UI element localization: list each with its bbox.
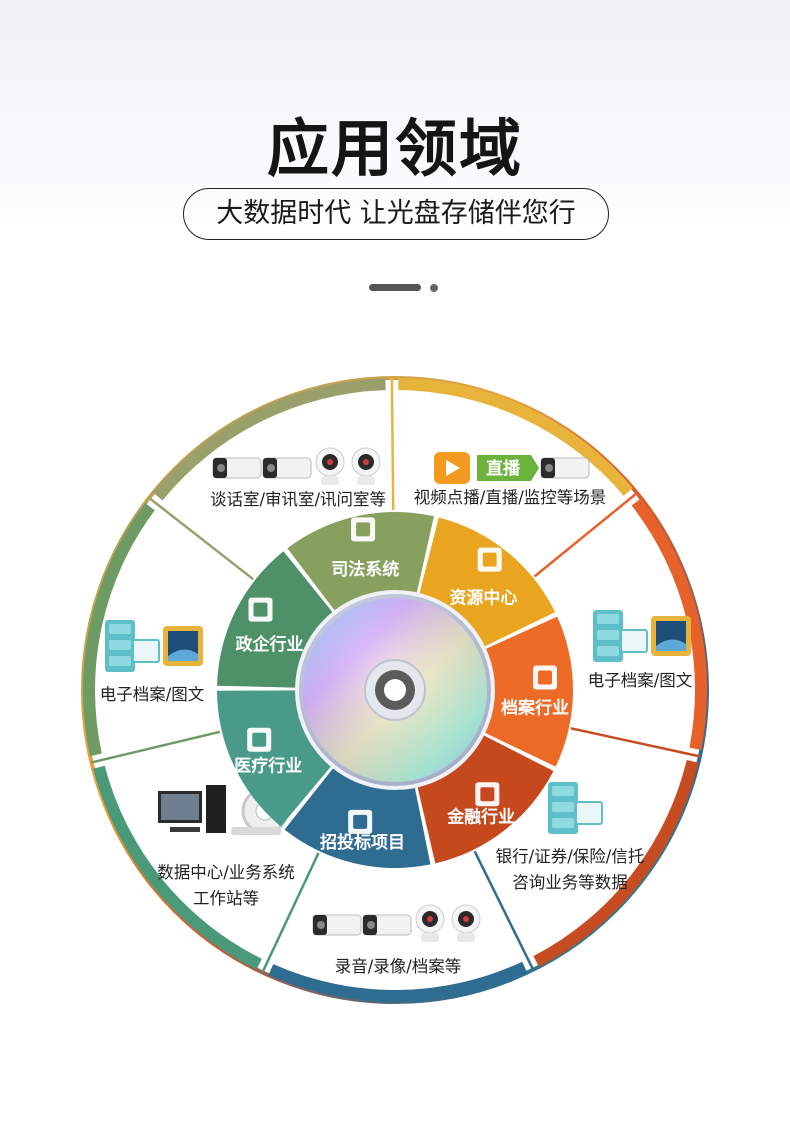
outer-sector-caption: 电子档案/图文 <box>588 671 693 690</box>
outer-sector-arc <box>82 503 155 757</box>
outer-sector-caption: 谈话室/审讯室/讯问室等 <box>210 490 386 509</box>
outer-sector-caption: 电子档案/图文 <box>100 685 205 704</box>
inner-sector[interactable]: 档案行业 <box>481 616 574 767</box>
page-title: 应用领域 <box>266 112 523 185</box>
outer-sector[interactable]: 电子档案/图文 <box>588 610 693 690</box>
live-badge-icon <box>477 455 539 481</box>
inner-sector-shape[interactable] <box>418 517 556 649</box>
server-icon <box>105 620 160 672</box>
sector-divider <box>533 492 638 578</box>
outer-sector[interactable]: 录音/录像/档案等 <box>312 904 481 976</box>
sector-divider <box>570 727 701 758</box>
outer-sector[interactable]: 电子档案/图文 <box>100 620 205 704</box>
dome-camera-icon <box>415 904 445 942</box>
sector-divider <box>390 378 395 511</box>
sector-divider <box>261 852 320 973</box>
bullet-camera-icon <box>362 914 412 936</box>
outer-sector-caption: 录音/录像/档案等 <box>335 957 462 976</box>
pager-active-dash[interactable] <box>369 284 421 291</box>
dome-camera-icon <box>351 447 381 485</box>
server-icon <box>593 610 648 662</box>
outer-sector-caption: 视频点播/直播/监控等场景 <box>414 488 607 507</box>
inner-sector-label: 招投标项目 <box>320 832 405 853</box>
inner-sector[interactable]: 资源中心 <box>418 517 556 649</box>
inner-sector-label: 司法系统 <box>331 559 399 580</box>
clover-icon <box>477 547 502 572</box>
inner-sector-label: 资源中心 <box>449 587 517 608</box>
dome-camera-icon <box>315 447 345 485</box>
outer-sector-caption: 数据中心/业务系统 <box>157 863 295 882</box>
inner-sector[interactable]: 金融行业 <box>416 733 554 864</box>
outer-sector-arc <box>631 498 707 750</box>
gavel-document-icon <box>348 809 373 834</box>
outer-sector-arc <box>93 765 262 970</box>
inner-sector-label: 政企行业 <box>235 634 303 655</box>
sector-divider <box>473 850 535 971</box>
outer-sector-arc <box>533 759 699 967</box>
bullet-camera-icon <box>540 457 590 479</box>
cd-disc-icon <box>295 590 495 790</box>
outer-sector-caption: 银行/证券/保险/信托 <box>496 847 645 866</box>
dome-camera-icon <box>451 904 481 942</box>
outer-ring: 谈话室/审讯室/讯问室等 直播视频点播/直播/监控等场景电子档案/图文银行/证券/… <box>81 376 709 1004</box>
money-hand-icon <box>475 782 500 807</box>
outer-sector[interactable]: 谈话室/审讯室/讯问室等 <box>210 447 386 509</box>
medical-kit-icon <box>247 727 272 752</box>
outer-sector-arc <box>153 378 386 501</box>
subtitle-pill: 大数据时代 让光盘存储伴您行 <box>183 188 609 240</box>
outer-sector-caption: 咨询业务等数据 <box>512 873 628 892</box>
building-icon <box>248 597 273 622</box>
server-icon <box>548 782 603 834</box>
bullet-camera-icon <box>312 914 362 936</box>
photo-icon <box>651 616 691 656</box>
outer-sector-arc <box>268 961 528 1002</box>
live-badge-label: 直播 <box>486 458 521 479</box>
inner-sector-label: 金融行业 <box>446 806 515 827</box>
workstation-icon <box>158 785 226 833</box>
inner-sector-shape[interactable] <box>287 511 434 614</box>
inner-sector-shape[interactable] <box>481 616 574 767</box>
pager-dot[interactable] <box>430 284 438 292</box>
binders-icon <box>532 665 557 690</box>
outer-sector-caption: 工作站等 <box>193 889 259 908</box>
courthouse-icon <box>351 517 376 542</box>
outer-sector-arc <box>398 378 633 496</box>
photo-icon <box>163 626 203 666</box>
play-icon <box>434 452 470 484</box>
sector-divider <box>91 730 221 764</box>
inner-sector-label: 档案行业 <box>501 697 569 718</box>
bullet-camera-icon <box>262 457 312 479</box>
inner-sector-label: 医疗行业 <box>234 755 302 776</box>
sector-divider <box>148 496 254 581</box>
inner-sector[interactable]: 招投标项目 <box>284 765 431 868</box>
bullet-camera-icon <box>212 457 262 479</box>
inner-sector[interactable]: 司法系统 <box>287 511 434 614</box>
